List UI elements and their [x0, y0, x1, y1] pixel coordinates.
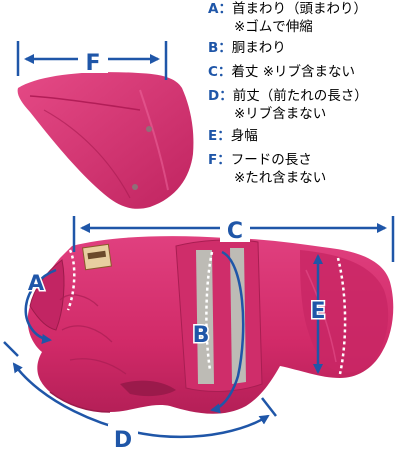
c-dimension-arrow: C — [72, 214, 395, 262]
legend-key: D： — [208, 88, 233, 104]
d-dimension-arrow: D — [3, 341, 277, 453]
legend-item-e: E：身幅 — [208, 127, 405, 145]
label-f: F — [85, 51, 100, 76]
legend-note: ※たれ含まない — [234, 170, 327, 186]
legend-note: ※リブ含まない — [234, 106, 327, 122]
legend-key: C： — [208, 64, 232, 80]
label-c: C — [227, 219, 243, 244]
size-legend: A：首まわり（頭まわり） ※ゴムで伸縮 B：胴まわり C：着丈 ※リブ含まない … — [208, 0, 405, 187]
legend-text: フードの長さ — [230, 152, 312, 168]
coat-illustration — [27, 236, 394, 414]
legend-text: 身幅 — [230, 128, 258, 144]
e-dimension-arrow: E — [309, 254, 347, 375]
label-b: B — [193, 323, 210, 348]
label-d: D — [114, 428, 132, 452]
legend-item-d: D：前丈（前たれの長さ） ※リブ含まない — [208, 87, 405, 123]
legend-item-b: B：胴まわり — [208, 39, 405, 57]
legend-key: A： — [208, 1, 232, 17]
hood-illustration — [17, 72, 194, 209]
legend-note: ※ゴムで伸縮 — [234, 19, 313, 35]
a-dimension-arrow: A — [24, 249, 76, 344]
legend-key: F： — [208, 152, 231, 168]
legend-text: 前丈（前たれの長さ） — [232, 88, 368, 104]
legend-item-a: A：首まわり（頭まわり） ※ゴムで伸縮 — [208, 0, 405, 36]
legend-item-c: C：着丈 ※リブ含まない — [208, 63, 405, 81]
legend-text: 首まわり（頭まわり） — [231, 1, 367, 17]
legend-key: B： — [208, 40, 232, 56]
legend-key: E： — [208, 128, 231, 144]
label-a: A — [28, 271, 45, 295]
label-e: E — [310, 299, 325, 324]
legend-text: 胴まわり — [231, 40, 286, 56]
legend-item-f: F：フードの長さ ※たれ含まない — [208, 151, 405, 187]
f-dimension-arrow: F — [16, 41, 168, 80]
legend-text: 着丈 ※リブ含まない — [231, 64, 356, 80]
